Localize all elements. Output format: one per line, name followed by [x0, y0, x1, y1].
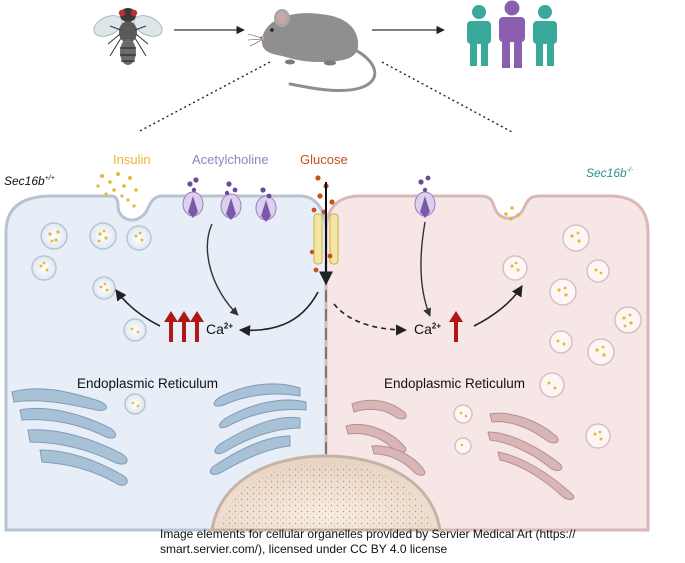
fly-icon: [93, 8, 163, 65]
arrow-glucose-to-ca-left: [238, 291, 319, 337]
nucleus: [210, 454, 442, 532]
glucose-label: Glucose: [300, 152, 348, 167]
calcium-right-sup: 2+: [431, 321, 442, 331]
calcium-label-left: Ca2+: [206, 322, 233, 336]
acetylcholine-receptors-left: [182, 177, 277, 222]
genotype-label-knockout: Sec16b-/-: [586, 167, 633, 179]
arrow-ach-to-ca-left: [206, 223, 239, 316]
ca-increase-arrows-left: [164, 311, 204, 342]
insulin-vesicles-left: [31, 222, 152, 415]
zoom-line-right: [381, 61, 513, 133]
arrow-ach-to-ca-right: [420, 221, 431, 317]
calcium-left-base: Ca: [206, 321, 224, 337]
calcium-right-base: Ca: [414, 321, 432, 337]
mouse-icon: [247, 9, 377, 93]
er-label-left: Endoplasmic Reticulum: [77, 376, 219, 391]
credit-line-1: Image elements for cellular organelles p…: [160, 527, 576, 541]
genotype-wt-base: Sec16b: [4, 174, 45, 188]
acetylcholine-label: Acetylcholine: [192, 152, 269, 167]
genotype-wt-sup: +/+: [44, 175, 55, 182]
insulin-granules-released-right: [504, 206, 520, 221]
arrow-glucose-to-ca-right-dashed: [333, 303, 408, 336]
credit-line-2: smart.servier.com/), licensed under CC B…: [160, 542, 448, 556]
er-label-right: Endoplasmic Reticulum: [384, 376, 526, 391]
arrow-ca-to-secretion-left: [115, 289, 161, 327]
acetylcholine-receptor-right: [414, 175, 436, 218]
calcium-label-right: Ca2+: [414, 322, 441, 336]
er-fragments-right: [345, 399, 575, 501]
glucose-transporter: [313, 213, 339, 265]
human-group-icon: [467, 0, 557, 68]
ca-increase-arrow-right: [449, 311, 463, 342]
arrow-ca-to-secretion-right: [473, 285, 523, 327]
insulin-label: Insulin: [113, 152, 151, 167]
insulin-granules-released: [96, 172, 138, 208]
image-credit: Image elements for cellular organelles p…: [160, 527, 640, 557]
genotype-ko-sup: -/-: [626, 167, 634, 174]
insulin-vesicles-right: [453, 224, 642, 455]
zoom-line-left: [137, 61, 271, 133]
calcium-left-sup: 2+: [223, 321, 234, 331]
genotype-ko-base: Sec16b: [586, 166, 627, 180]
er-stacks-left: [11, 383, 307, 486]
genotype-label-wildtype: Sec16b+/+: [4, 175, 55, 187]
